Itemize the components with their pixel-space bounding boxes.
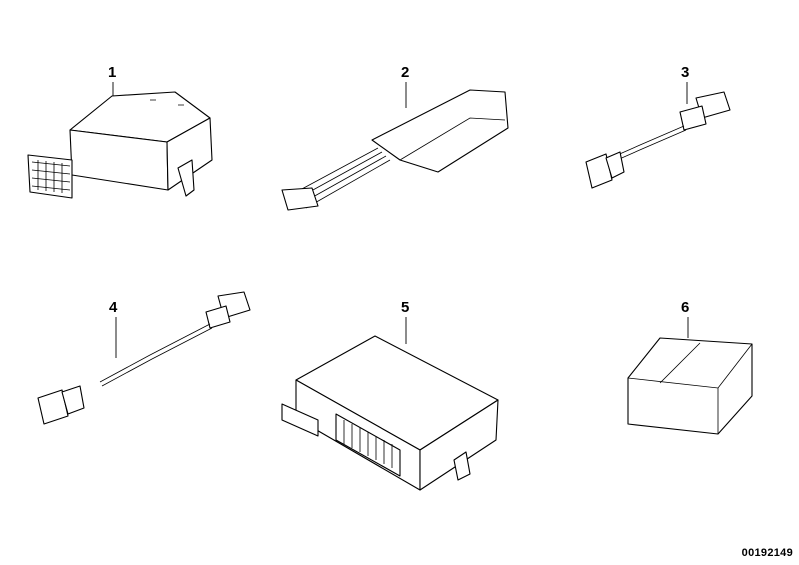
part-number-3: 3	[681, 64, 689, 81]
part-1-module[interactable]: 1	[27, 64, 213, 199]
part-number-2: 2	[401, 64, 409, 81]
diagram-reference-number: 00192149	[741, 547, 793, 559]
part-number-4: 4	[109, 299, 118, 316]
part-6-foam-pad[interactable]: 6	[627, 299, 753, 435]
part-number-1: 1	[108, 64, 116, 81]
part-4-long-lead[interactable]: 4	[37, 291, 251, 425]
part-3-short-lead[interactable]: 3	[585, 64, 731, 189]
part-number-6: 6	[681, 299, 689, 316]
part-5-control-unit[interactable]: 5	[281, 299, 499, 491]
part-number-5: 5	[401, 299, 409, 316]
part-2-ribbon-module[interactable]: 2	[281, 64, 509, 211]
